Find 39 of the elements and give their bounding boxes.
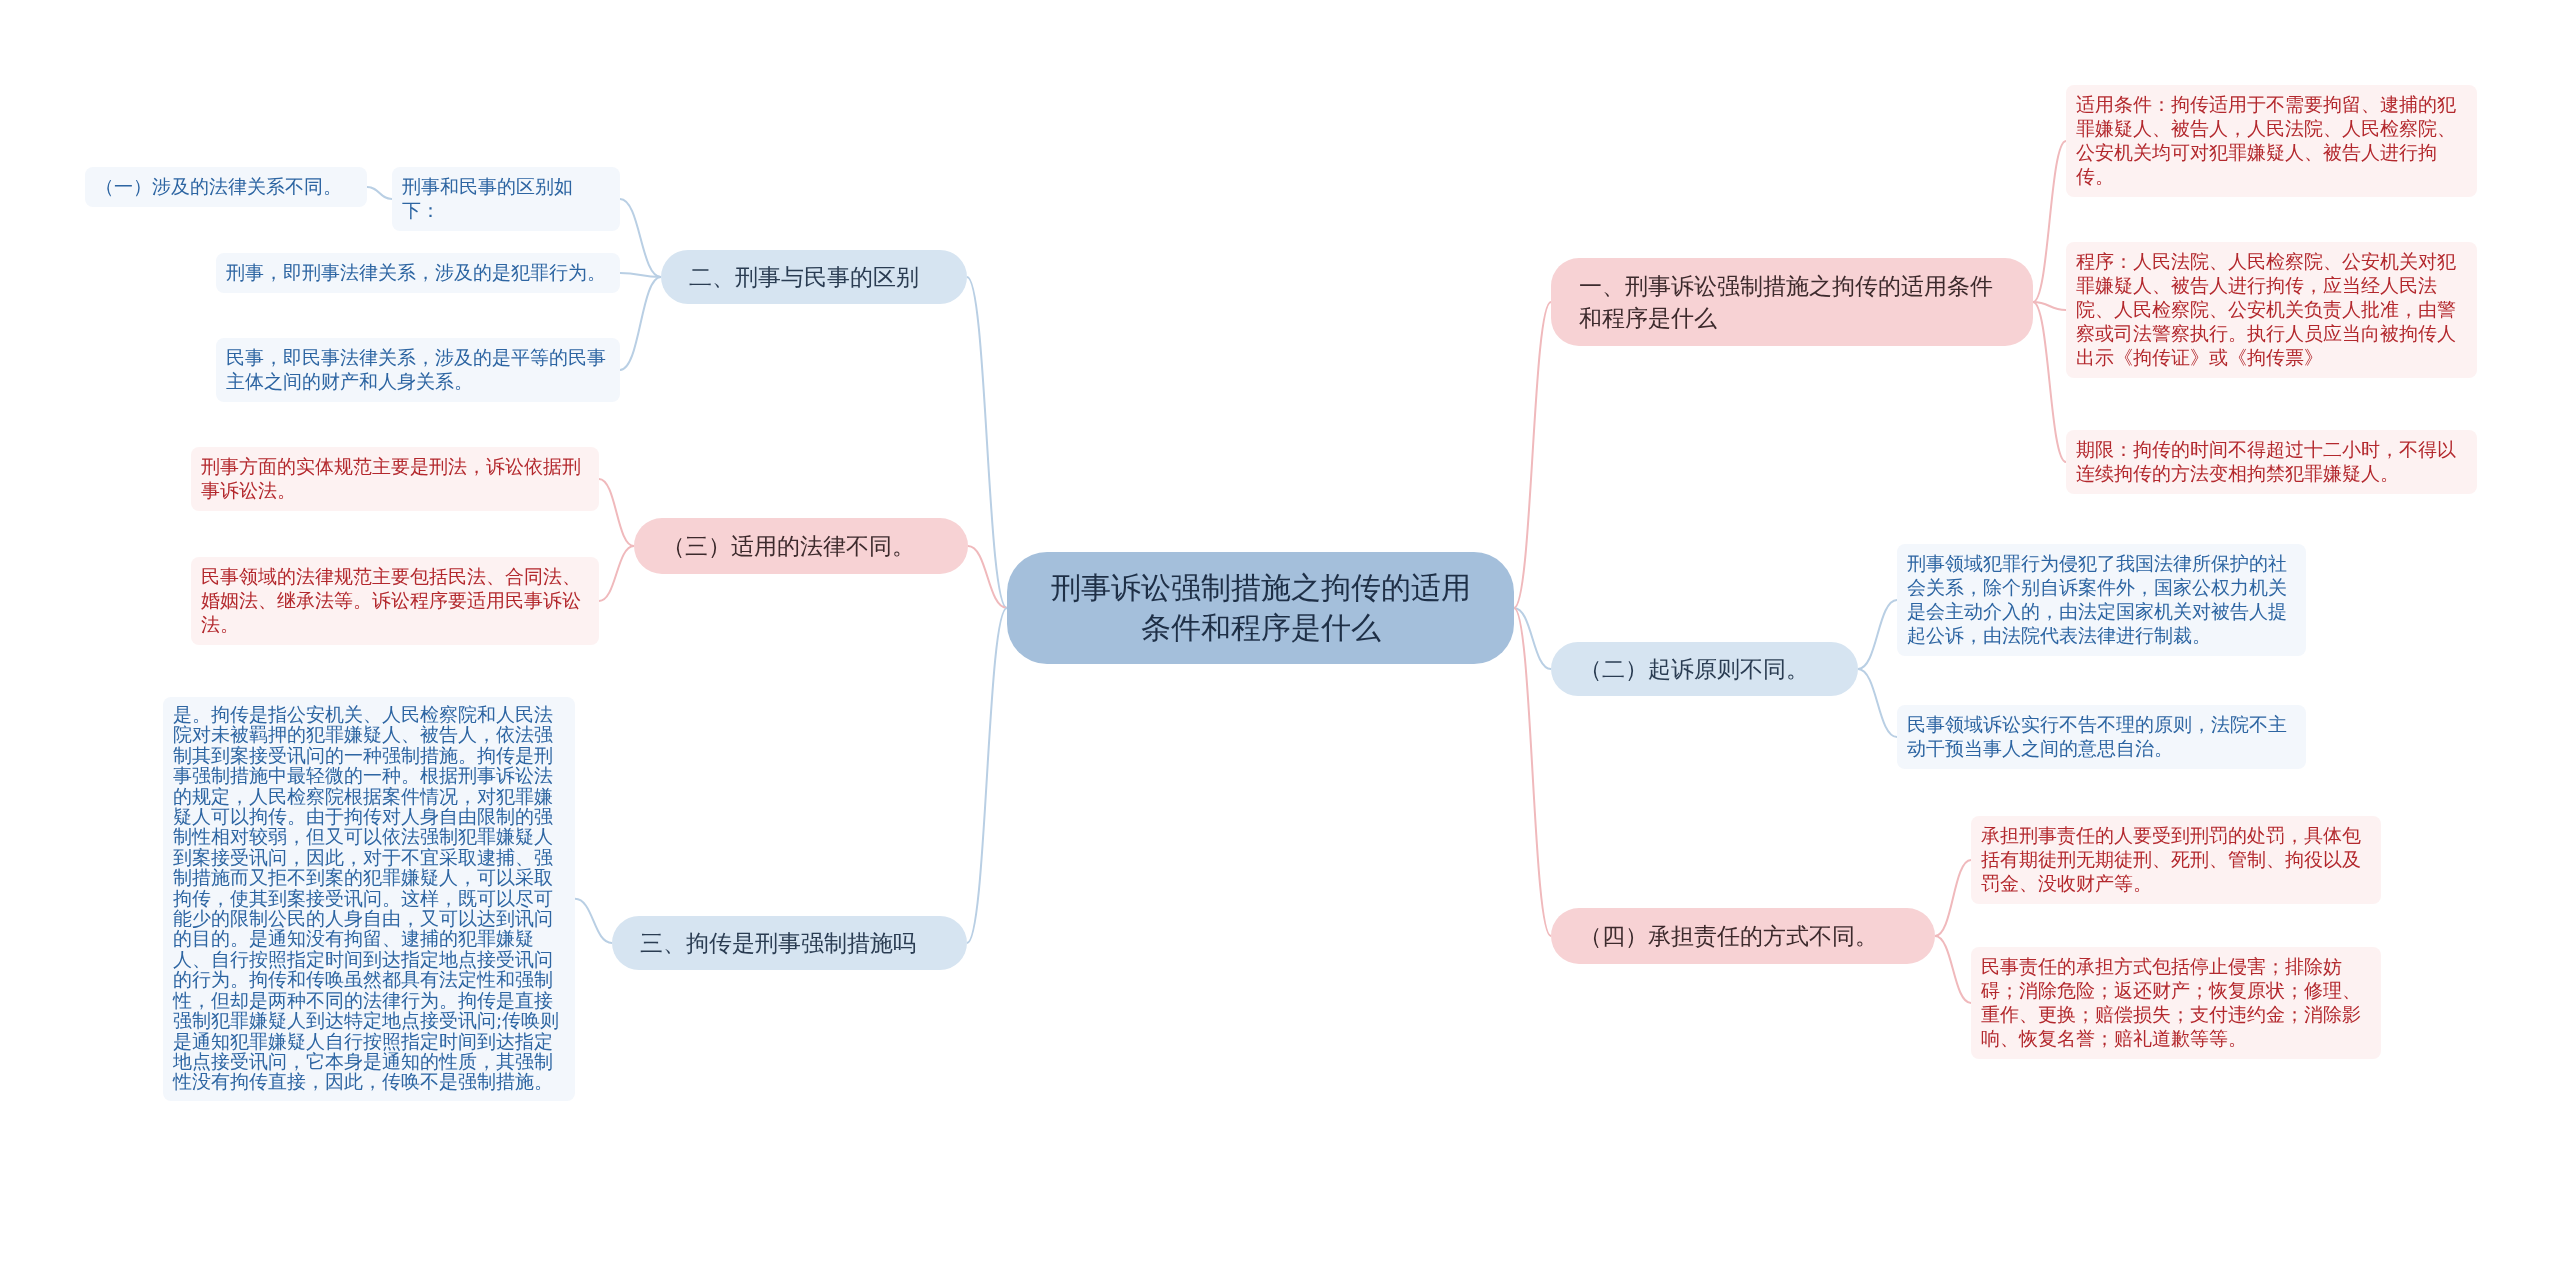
topic-box: （三）适用的法律不同。 [634,518,968,574]
note-box: 民事，即民事法律关系，涉及的是平等的民事主体之间的财产和人身关系。 [216,338,620,402]
connector-line [619,276,662,371]
note-box: 刑事和民事的区别如下： [392,167,620,231]
note-box: 程序：人民法院、人民检察院、公安机关对犯罪嫌疑人、被告人进行拘传，应当经人民法院、人民检察院、公安机关负责人批准，由警察或司法警察执行。执行人员应当向被拘传人出示《拘传证》或《拘传票》 [2066,242,2477,378]
topic-box: （四）承担责任的方式不同。 [1551,908,1935,964]
connector-line [967,545,1008,609]
note-box: 承担刑事责任的人要受到刑罚的处罚，具体包括有期徒刑无期徒刑、死刑、管制、拘役以及罚金、没收财产等。 [1971,816,2381,904]
note-box: 刑事，即刑事法律关系，涉及的是犯罪行为。 [216,253,620,293]
connector-line [2032,140,2067,303]
connector-line [1513,607,1552,937]
connector-line [598,478,635,547]
connector-line [1857,599,1898,670]
note-box: （一）涉及的法律关系不同。 [85,167,367,207]
connector-line [966,276,1008,609]
connector-line [2032,301,2067,311]
connector-line [1513,301,1552,609]
note-box: 民事责任的承担方式包括停止侵害；排除妨碍；消除危险；返还财产；恢复原状；修理、重作、更换；赔偿损失；支付违约金；消除影响、恢复名誉；赔礼道歉等等。 [1971,947,2381,1059]
connector-line [598,545,635,602]
topic-box: （二）起诉原则不同。 [1551,642,1858,696]
note-box: 民事领域的法律规范主要包括民法、合同法、婚姻法、继承法等。诉讼程序要适用民事诉讼法。 [191,557,599,645]
connector-line [966,607,1008,944]
connector-line [2032,301,2067,463]
note-box: 期限：拘传的时间不得超过十二小时，不得以连续拘传的方法变相拘禁犯罪嫌疑人。 [2066,430,2477,494]
topic-box: 二、刑事与民事的区别 [661,250,967,304]
note-box: 刑事方面的实体规范主要是刑法，诉讼依据刑事诉讼法。 [191,447,599,511]
note-box: 民事领域诉讼实行不告不理的原则，法院不主动干预当事人之间的意思自治。 [1897,705,2306,769]
connector-line [619,198,662,278]
connector-line [366,186,393,200]
note-box: 适用条件：拘传适用于不需要拘留、逮捕的犯罪嫌疑人、被告人，人民法院、人民检察院、公安机关均可对犯罪嫌疑人、被告人进行拘传。 [2066,85,2477,197]
connector-line [1934,859,1972,937]
connector-line [1857,668,1898,738]
topic-box: 一、刑事诉讼强制措施之拘传的适用条件和程序是什么 [1551,258,2033,346]
central-topic: 刑事诉讼强制措施之拘传的适用条件和程序是什么 [1007,552,1514,664]
connector-line [1934,935,1972,1004]
topic-box: 三、拘传是刑事强制措施吗 [612,916,967,970]
note-box: 刑事领域犯罪行为侵犯了我国法律所保护的社会关系，除个别自诉案件外，国家公权力机关是会主动介入的，由法定国家机关对被告人提起公诉，由法院代表法律进行制裁。 [1897,544,2306,656]
connector-line [1513,607,1552,670]
note-box: 是。拘传是指公安机关、人民检察院和人民法院对未被羁押的犯罪嫌疑人、被告人，依法强制其到案接受讯问的一种强制措施。拘传是刑事强制措施中最轻微的一种。根据刑事诉讼法的规定，人民检察院根据案件情况，对犯罪嫌疑人可以拘传。由于拘传对人身自由限制的强制性相对较弱，但又可以依法强制犯罪嫌疑人到案接受讯问，因此，对于不宜采取逮捕、强制措施而又拒不到案的犯罪嫌疑人，可以采取拘传，使其到案接受讯问。这样，既可以尽可能少的限制公民的人身自由，又可以达到讯问的目的。是通知没有拘留、逮捕的犯罪嫌疑人、自行按照指定时间到达指定地点接受讯问的行为。拘传和传唤虽然都具有法定性和强制性，但却是两种不同的法律行为。拘传是直接强制犯罪嫌疑人到达特定地点接受讯问;传唤则是通知犯罪嫌疑人自行按照指定时间到达指定地点接受讯问，它本身是通知的性质，其强制性没有拘传直接，因此，传唤不是强制措施。 [163,697,575,1101]
